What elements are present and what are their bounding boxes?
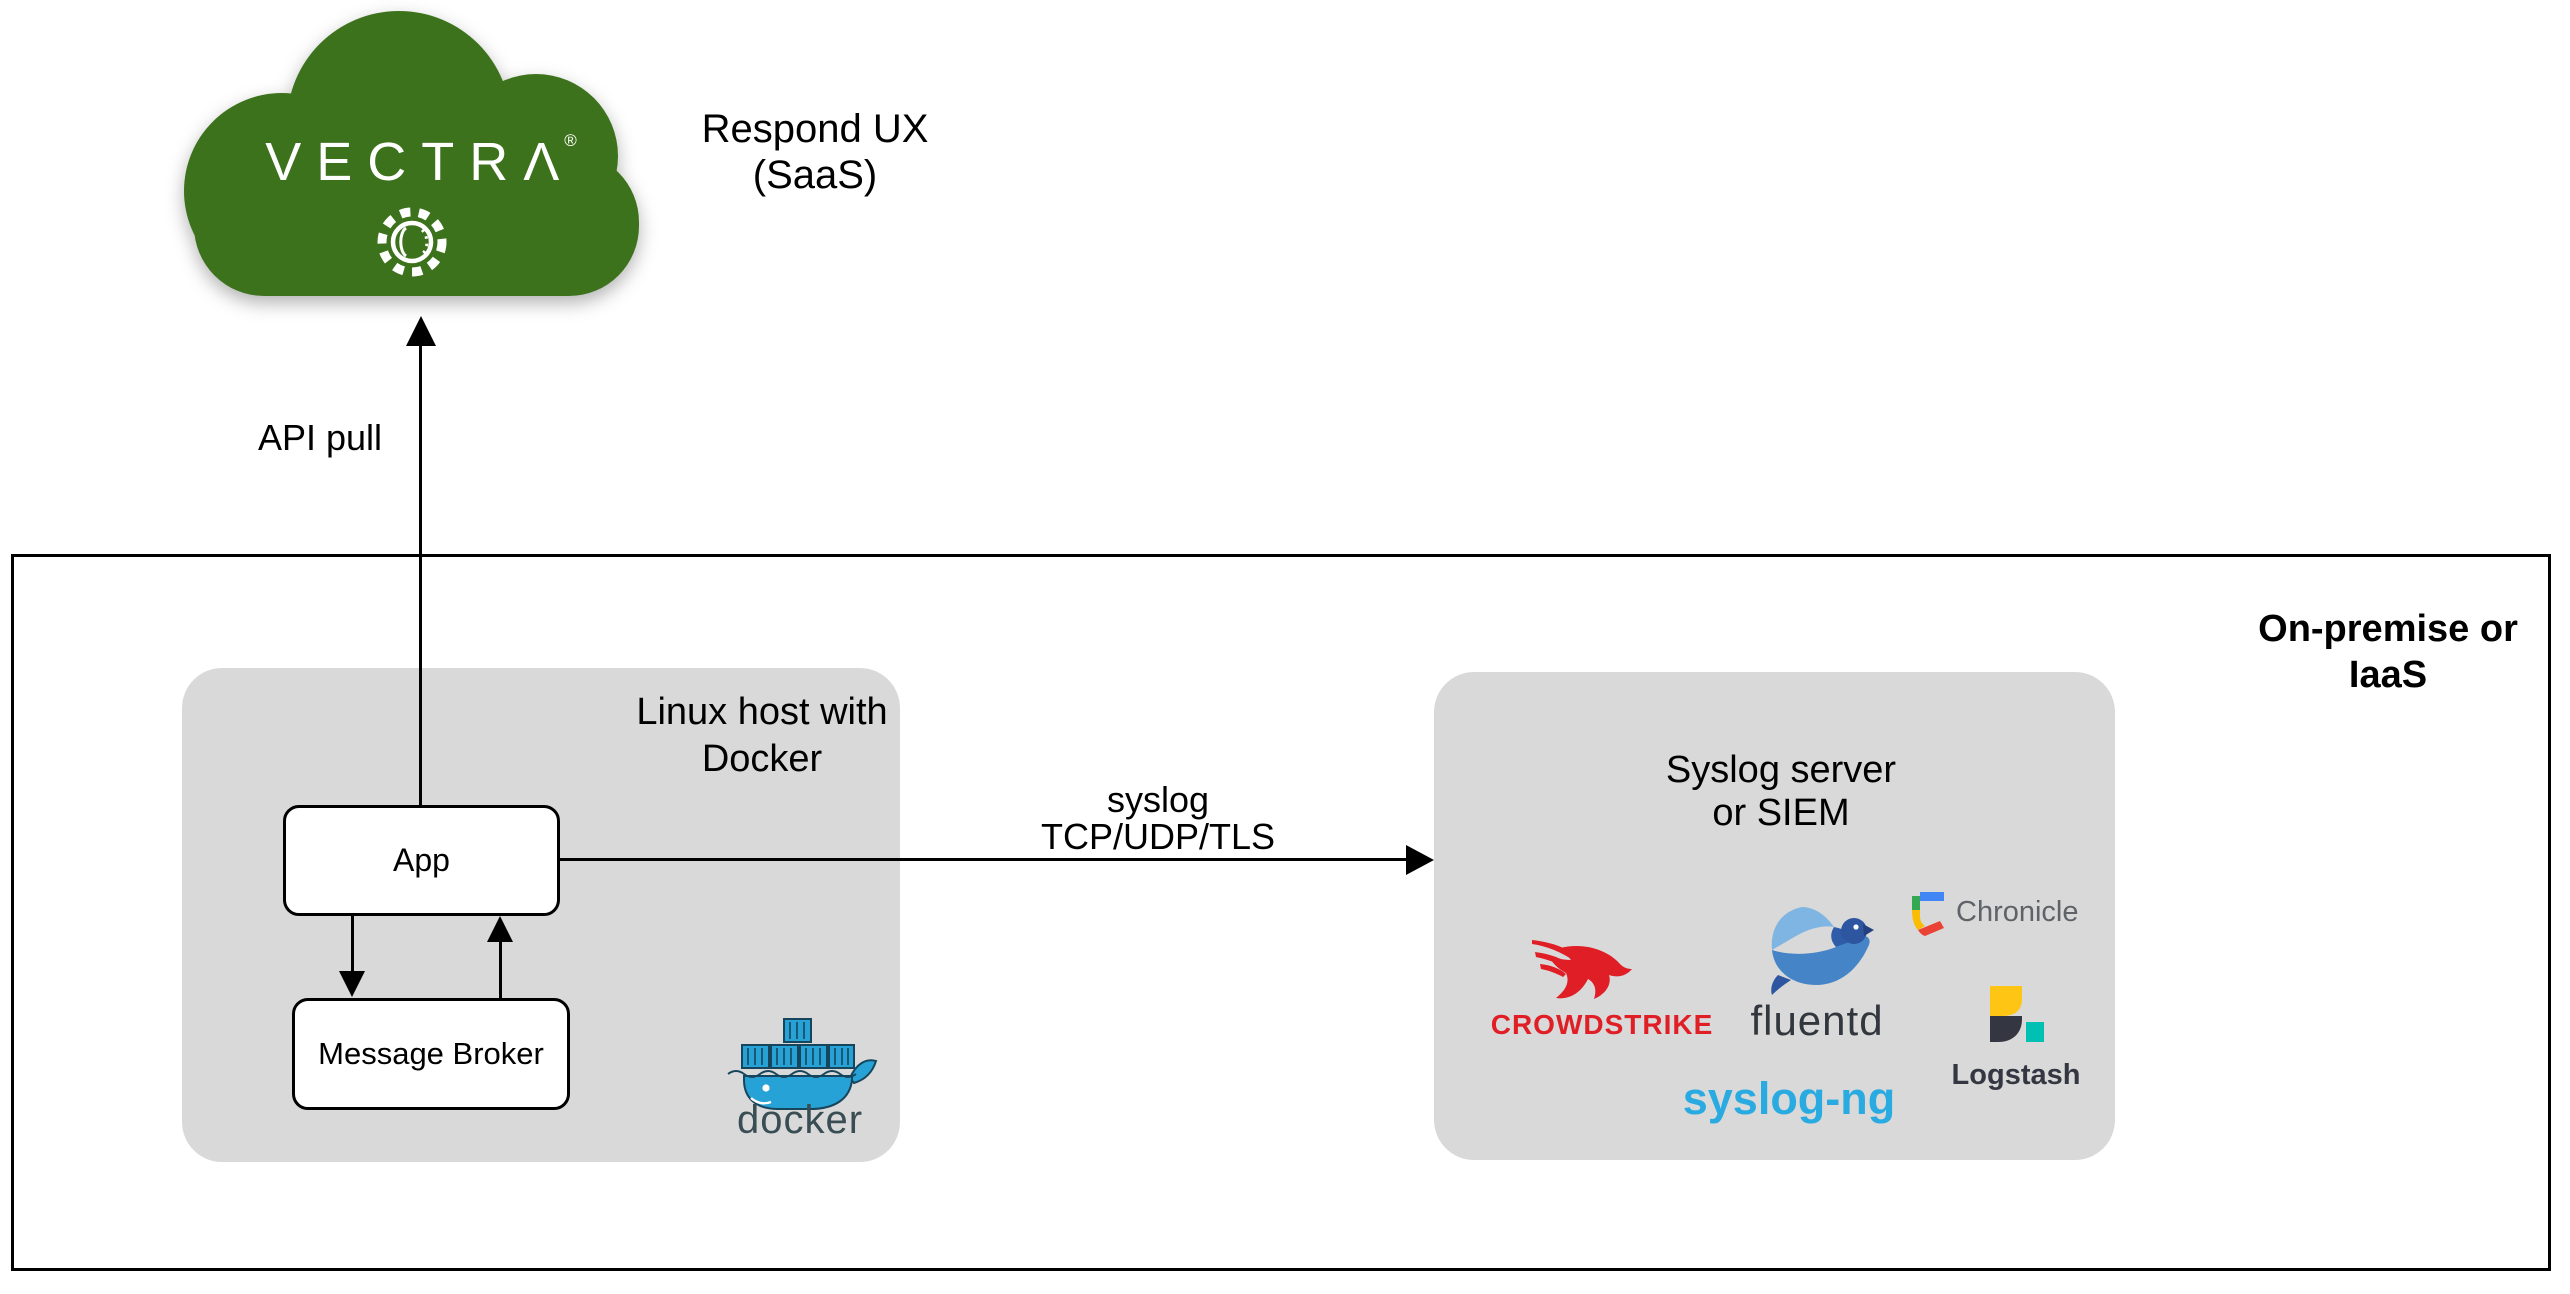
broker-to-app-arrowhead-icon — [487, 916, 513, 942]
api-pull-label: API pull — [257, 417, 383, 458]
linux-host-title: Linux host with Docker — [636, 689, 887, 783]
logstash-icon — [1990, 986, 2044, 1042]
fluentd-bird-icon — [1771, 907, 1874, 995]
crowdstrike-wordmark: CROWDSTRIKE — [1490, 1009, 1714, 1040]
respond-ux-line1: Respond UX — [701, 107, 929, 151]
siem-title-line1: Syslog server — [1665, 749, 1897, 791]
app-node: App — [283, 805, 560, 916]
broker-to-app-arrow-line — [499, 938, 502, 998]
syslog-arrowhead-icon — [1406, 845, 1434, 875]
app-to-broker-arrow-line — [351, 916, 354, 974]
vectra-registered-mark: ® — [564, 131, 577, 150]
syslog-ng-wordmark: syslog-ng — [1682, 1073, 1896, 1124]
docker-whale-icon — [727, 1018, 878, 1110]
respond-ux-line2: (SaaS) — [752, 153, 878, 197]
fluentd-wordmark: fluentd — [1750, 997, 1884, 1044]
message-broker-node: Message Broker — [292, 998, 570, 1110]
on-premise-title: On-premise or IaaS — [2258, 606, 2518, 698]
chronicle-shield-icon — [1912, 892, 1944, 936]
api-pull-arrowhead-icon — [406, 316, 436, 346]
syslog-label-line1: syslog — [1106, 779, 1210, 820]
respond-ux-label: Respond UX (SaaS) — [702, 106, 929, 198]
on-premise-title-line2: IaaS — [2348, 654, 2428, 696]
api-pull-arrow-line — [419, 342, 422, 806]
chronicle-wordmark: Chronicle — [1956, 896, 2079, 928]
message-broker-label: Message Broker — [318, 1036, 544, 1071]
on-premise-title-line1: On-premise or — [2258, 608, 2518, 650]
siem-panel — [1434, 672, 2115, 1160]
app-to-broker-arrowhead-icon — [339, 971, 365, 997]
vectra-wordmark: VECTRΛ® — [265, 131, 577, 193]
siem-title-line2: or SIEM — [1712, 792, 1850, 834]
vectra-gear-brain-icon — [377, 207, 447, 277]
syslog-arrow-line — [560, 858, 1410, 861]
logstash-wordmark: Logstash — [1951, 1059, 2081, 1091]
vectra-brand-text: VECTRΛ — [265, 132, 575, 192]
siem-title: Syslog server or SIEM — [1666, 749, 1896, 835]
linux-host-title-line1: Linux host with — [636, 691, 888, 733]
docker-wordmark: docker — [736, 1098, 864, 1142]
linux-host-title-line2: Docker — [701, 738, 823, 780]
syslog-label-line2: TCP/UDP/TLS — [1040, 816, 1276, 857]
app-node-label: App — [393, 842, 450, 878]
syslog-label: syslog TCP/UDP/TLS — [1041, 781, 1275, 855]
crowdstrike-falcon-icon — [1532, 940, 1632, 999]
